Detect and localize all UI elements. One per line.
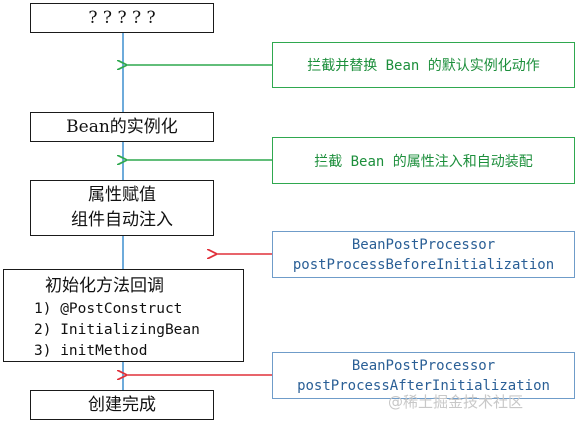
stage-populate: 属性赋值 组件自动注入	[30, 180, 214, 236]
init-method-initializingbean: 2) InitializingBean	[34, 322, 200, 338]
note-intercept-instantiation: 拦截并替换 Bean 的默认实例化动作	[272, 42, 575, 88]
stage-populate-line1: 属性赋值	[88, 185, 156, 205]
stage-unknown-label: ? ? ? ? ?	[88, 7, 156, 28]
stage-populate-line2: 组件自动注入	[71, 210, 173, 230]
note-intercept-instantiation-text: 拦截并替换 Bean 的默认实例化动作	[307, 58, 540, 74]
stage-instantiate-label: Bean的实例化	[66, 116, 178, 137]
note-after-initialization-line2: postProcessAfterInitialization	[297, 377, 550, 394]
stage-initialize: 初始化方法回调 1) @PostConstruct 2) Initializin…	[3, 269, 244, 362]
stage-initialize-title: 初始化方法回调	[45, 276, 164, 296]
init-method-postconstruct: 1) @PostConstruct	[34, 301, 183, 317]
stage-done: 创建完成	[30, 390, 214, 420]
watermark: @稀土掘金技术社区	[388, 393, 524, 411]
stage-instantiate: Bean的实例化	[30, 112, 214, 142]
note-after-initialization-line1: BeanPostProcessor	[351, 357, 496, 374]
note-intercept-properties-text: 拦截 Bean 的属性注入和自动装配	[314, 153, 533, 170]
note-before-initialization: BeanPostProcessor postProcessBeforeIniti…	[272, 231, 575, 278]
note-before-initialization-line1: BeanPostProcessor	[351, 236, 496, 253]
stage-done-label: 创建完成	[88, 394, 156, 415]
note-after-initialization: BeanPostProcessor postProcessAfterInitia…	[272, 352, 575, 399]
note-before-initialization-line2: postProcessBeforeInitialization	[292, 256, 555, 273]
init-method-initmethod: 3) initMethod	[34, 343, 148, 359]
note-intercept-properties: 拦截 Bean 的属性注入和自动装配	[272, 137, 575, 184]
stage-unknown: ? ? ? ? ?	[30, 3, 214, 33]
